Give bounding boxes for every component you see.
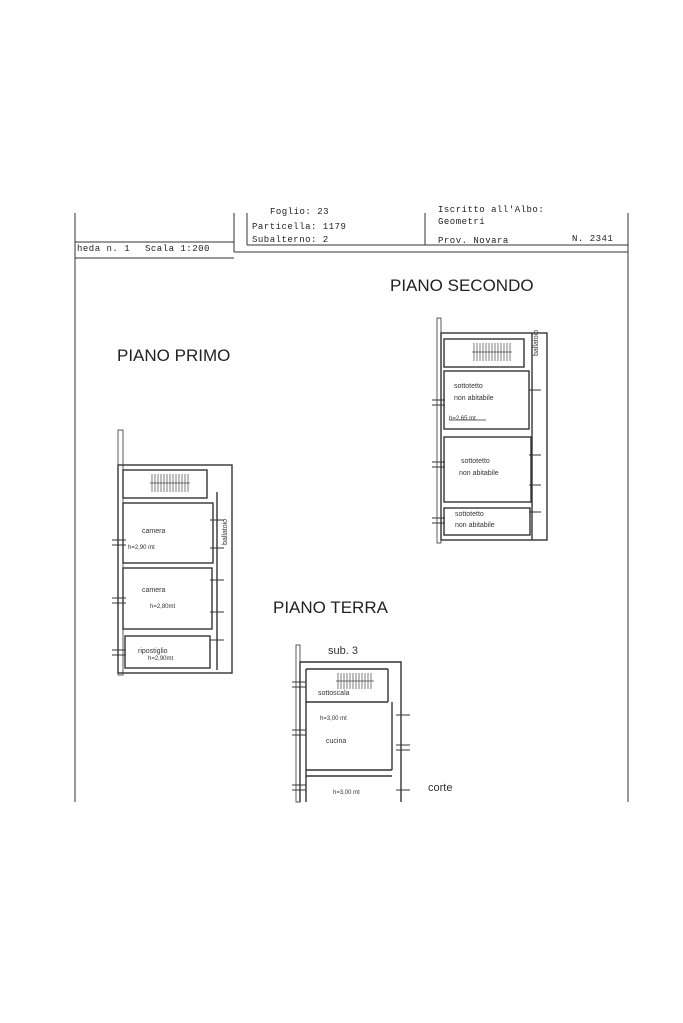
scheda-label: heda n. 1	[77, 244, 131, 254]
piano-terra-room3-h: h=3,00 mt	[333, 790, 360, 796]
piano-secondo-room3b: non abitabile	[455, 522, 495, 529]
numero-label: N. 2341	[572, 234, 614, 244]
piano-secondo-room2: sottotetto	[461, 458, 490, 465]
piano-primo-room2-h: h=2,80mt	[150, 604, 176, 610]
piano-secondo-title: PIANO SECONDO	[390, 276, 534, 295]
piano-primo-plan	[117, 429, 233, 676]
piano-terra-room2: cucina	[326, 738, 347, 745]
subalterno-label: Subalterno: 2	[252, 235, 329, 245]
piano-primo-ballatoio: ballatoio	[222, 518, 229, 545]
prov-label: Prov. Novara	[438, 236, 509, 246]
piano-primo-room3: ripostiglio	[138, 648, 168, 655]
piano-secondo-stairs	[472, 343, 512, 361]
piano-secondo-plan	[436, 317, 548, 544]
piano-secondo-room1b: non abitabile	[454, 395, 494, 402]
iscritto-label: Iscritto all'Albo:	[438, 205, 545, 215]
piano-terra-room1: sottoscala	[318, 690, 350, 697]
piano-terra-sub: sub. 3	[328, 645, 358, 657]
piano-terra-plan	[295, 644, 402, 803]
piano-terra-room2-h: h=3,00 mt	[320, 716, 347, 722]
piano-primo-room1: camera	[142, 528, 166, 535]
piano-primo-room3-h: h=2,90mt	[148, 656, 174, 662]
piano-secondo-ballatoio: ballatoio	[533, 329, 540, 356]
piano-primo-room2: camera	[142, 587, 166, 594]
piano-terra-stairs	[336, 673, 374, 689]
piano-primo-title: PIANO PRIMO	[117, 346, 231, 365]
piano-secondo-room1-h: h=2,65 mt	[449, 416, 476, 422]
geometri-label: Geometri	[438, 217, 486, 227]
piano-primo-room1-h: h=2,90 mt	[128, 545, 155, 551]
piano-primo-stairs	[150, 474, 190, 492]
piano-secondo-windows	[432, 389, 541, 524]
piano-primo-windows	[112, 519, 224, 656]
piano-terra-title: PIANO TERRA	[273, 598, 388, 617]
foglio-label: Foglio: 23	[270, 207, 330, 217]
particella-label: Particella: 1179	[252, 222, 347, 232]
piano-secondo-room3: sottotetto	[455, 511, 484, 518]
piano-secondo-room1: sottotetto	[454, 383, 483, 390]
piano-terra-windows	[292, 681, 410, 791]
piano-secondo-room2b: non abitabile	[459, 470, 499, 477]
scala-label: Scala 1:200	[145, 244, 210, 254]
piano-terra-corte: corte	[428, 782, 453, 794]
